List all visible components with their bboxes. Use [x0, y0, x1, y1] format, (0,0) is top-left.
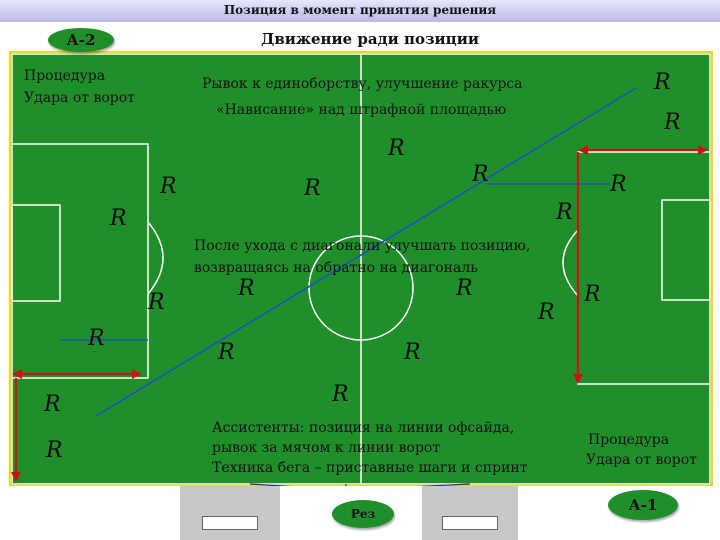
referee-marker: R [110, 206, 127, 231]
right-goal-area [661, 199, 711, 301]
referee-marker: R [654, 70, 671, 95]
referee-marker: R [88, 326, 105, 351]
referee-marker: R [304, 176, 321, 201]
referee-marker: R [404, 340, 421, 365]
referee-marker: R [664, 110, 681, 135]
assistants-note-line2: рывок за мячом к линии ворот [212, 440, 441, 456]
referee-marker: R [556, 200, 573, 225]
referee-marker: R [160, 174, 177, 199]
center-circle [308, 235, 414, 341]
left-penalty-arc [147, 221, 164, 295]
procedure-right-line2: Удара от ворот [586, 452, 697, 468]
referee-marker: R [218, 340, 235, 365]
arrow-right-vertical-head [573, 374, 583, 384]
slide-title: Позиция в момент принятия решения [223, 3, 497, 17]
referee-marker: R [148, 290, 165, 315]
procedure-right-line1: Процедура [588, 432, 670, 448]
diagram-subtitle: Движение ради позиции [260, 30, 479, 48]
procedure-left-line2: Удара от ворот [24, 90, 135, 106]
arrow-left-bottom-head-a [12, 369, 22, 379]
dash-note-line1: Рывок к единоборству, улучшение ракурса [202, 76, 523, 92]
referee-marker: R [388, 136, 405, 161]
header-band [0, 22, 720, 52]
bench-left-slot [202, 516, 258, 530]
arrow-right-top-head-a [578, 145, 588, 155]
referee-marker: R [456, 276, 473, 301]
res-badge: Рез [332, 500, 394, 528]
referee-marker: R [46, 438, 63, 463]
left-penalty-area [12, 143, 149, 379]
assistants-note-line3: Техника бега – приставные шаги и спринт [212, 460, 528, 476]
assistants-note-line1: Ассистенты: позиция на линии офсайда, [212, 420, 515, 436]
arrow-left-vertical-head [11, 472, 21, 482]
badge-a1: А-1 [608, 490, 678, 520]
left-goal-area [11, 204, 61, 302]
right-penalty-arc [562, 229, 579, 297]
referee-marker: R [610, 172, 627, 197]
bench-right-slot [442, 516, 498, 530]
referee-marker: R [472, 162, 489, 187]
referee-marker: R [44, 392, 61, 417]
bench-right [422, 486, 518, 540]
arrow-left-bottom-head-b [132, 369, 142, 379]
after-note-line2: возвращаясь на обратно на диагональ [194, 260, 478, 276]
after-note-line1: После ухода с диагонали улучшать позицию… [194, 238, 531, 254]
referee-diagonal [95, 87, 637, 417]
bench-left [180, 486, 280, 540]
dash-note-line2: «Нависание» над штрафной площадью [216, 102, 507, 118]
referee-marker: R [238, 276, 255, 301]
badge-a2: А-2 [48, 28, 114, 52]
procedure-left-line1: Процедура [24, 68, 106, 84]
arrow-right-top-head-b [698, 145, 708, 155]
referee-marker: R [332, 382, 349, 407]
referee-marker: R [538, 300, 555, 325]
referee-marker: R [584, 282, 601, 307]
